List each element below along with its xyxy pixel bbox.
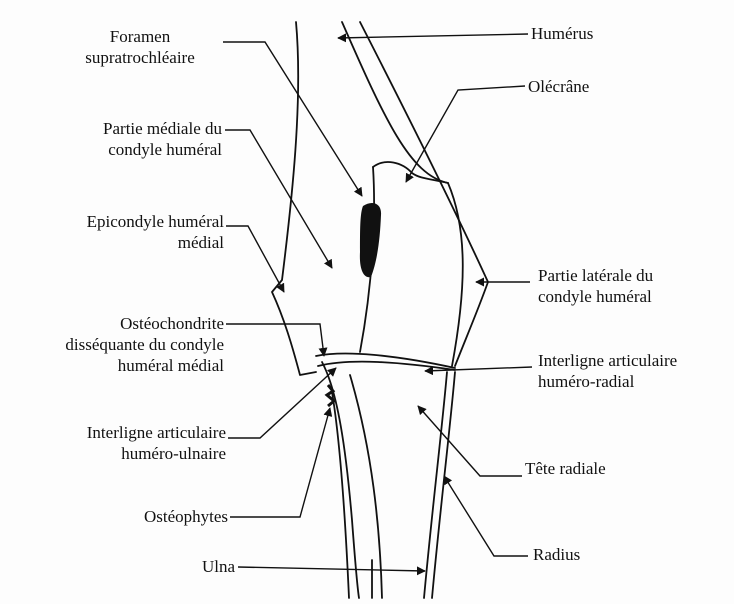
- label-tete-radiale: Tête radiale: [525, 458, 606, 479]
- arrow-olecrane: [406, 86, 525, 182]
- label-interligne-hr-line2: huméro-radial: [538, 371, 677, 392]
- arrow-osteophytes: [230, 408, 330, 517]
- humerus-medial-contour: [272, 22, 316, 375]
- label-partie-laterale-line1: Partie latérale du: [538, 265, 653, 286]
- arrow-interligne-hu: [228, 368, 336, 438]
- label-partie-laterale-line2: condyle huméral: [538, 286, 653, 307]
- label-interligne-hr-line1: Interligne articulaire: [538, 350, 677, 371]
- label-partie-laterale: Partie latérale du condyle huméral: [538, 265, 653, 307]
- label-partie-mediale: Partie médiale du condyle huméral: [30, 118, 222, 160]
- label-osteophytes: Ostéophytes: [60, 506, 228, 527]
- label-olecrane: Olécrâne: [528, 76, 589, 97]
- label-partie-mediale-line2: condyle huméral: [30, 139, 222, 160]
- olecranon-tip: [373, 162, 448, 183]
- label-interligne-huméro-ulnaire: Interligne articulaire huméro-ulnaire: [20, 422, 226, 464]
- arrow-radius: [444, 476, 528, 556]
- label-osteochondrite-line2: disséquante du condyle: [0, 334, 224, 355]
- humerus-lateral-contour: [360, 22, 488, 366]
- label-humerus: Humérus: [531, 23, 593, 44]
- label-osteochondrite: Ostéochondrite disséquante du condyle hu…: [0, 313, 224, 376]
- arrow-partie-mediale: [225, 130, 332, 268]
- label-interligne-huméro-radial: Interligne articulaire huméro-radial: [538, 350, 677, 392]
- label-interligne-hu-line1: Interligne articulaire: [20, 422, 226, 443]
- label-foramen: Foramen supratrochléaire: [60, 26, 220, 68]
- label-foramen-line2: supratrochléaire: [60, 47, 220, 68]
- label-epicondyle: Epicondyle huméral médial: [20, 211, 224, 253]
- arrow-ulna: [238, 567, 425, 571]
- label-osteochondrite-line1: Ostéochondrite: [0, 313, 224, 334]
- label-partie-mediale-line1: Partie médiale du: [30, 118, 222, 139]
- label-radius: Radius: [533, 544, 580, 565]
- label-ulna: Ulna: [100, 556, 235, 577]
- label-epicondyle-line1: Epicondyle huméral: [20, 211, 224, 232]
- arrow-epicondyle: [226, 226, 284, 292]
- foramen-shape: [360, 203, 381, 277]
- label-epicondyle-line2: médial: [20, 232, 224, 253]
- arrow-tete-radiale: [418, 406, 522, 476]
- label-foramen-line1: Foramen: [60, 26, 220, 47]
- articular-line-upper: [316, 353, 455, 368]
- label-osteochondrite-line3: huméral médial: [0, 355, 224, 376]
- arrow-foramen: [223, 42, 362, 196]
- label-interligne-hu-line2: huméro-ulnaire: [20, 443, 226, 464]
- arrow-osteochondrite: [226, 324, 324, 356]
